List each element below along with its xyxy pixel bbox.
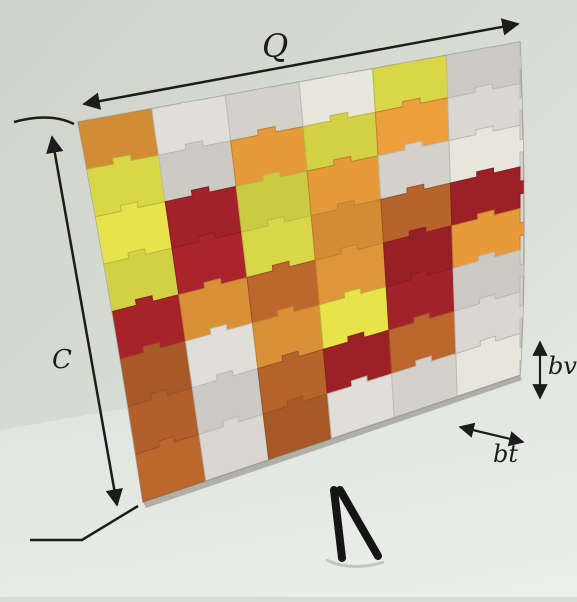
- dimension-arrow-q: [82, 18, 520, 110]
- stand-legs: [330, 486, 382, 562]
- dimension-arrow-c: [46, 135, 123, 507]
- stand-shadow: [325, 558, 385, 568]
- dimension-label-q: Q: [262, 27, 289, 65]
- panel-edge-shadow: [143, 375, 522, 508]
- dimension-label-bv: bv: [548, 352, 577, 380]
- tile-grid: [78, 42, 524, 502]
- dimension-arrow-bt: [458, 422, 525, 447]
- dimension-label-bt: bt: [493, 440, 519, 468]
- dimension-label-c: C: [52, 345, 72, 375]
- corner-leader-bottom: [30, 504, 139, 542]
- corner-leader-top: [13, 116, 75, 126]
